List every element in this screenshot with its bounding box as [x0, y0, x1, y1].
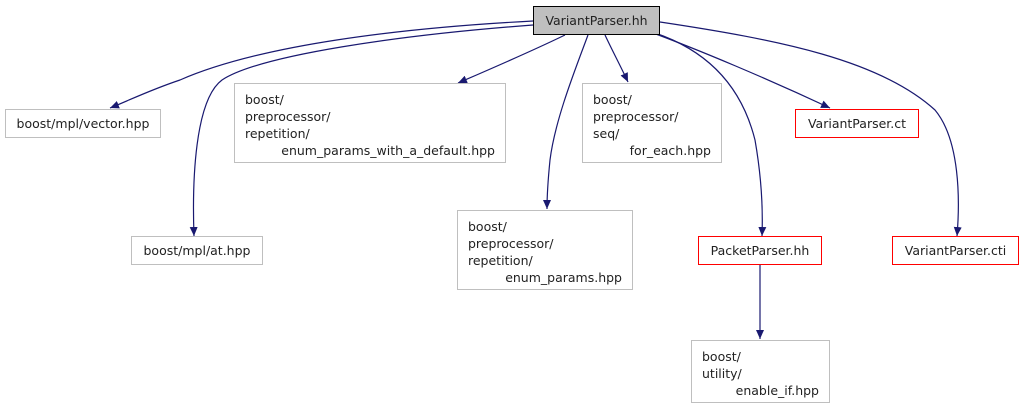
node-variantparser-cti-label: VariantParser.cti [904, 243, 1007, 258]
edge-root-to-enum-default [457, 34, 566, 84]
edge-root-to-for-each [604, 34, 629, 83]
edge-root-to-packet [654, 32, 767, 237]
node-packetparser-hh[interactable]: PacketParser.hh [698, 236, 822, 265]
for-each-line-1: boost/ [593, 92, 632, 107]
enable-if-line-3: enable_if.hpp [735, 383, 819, 398]
node-boost-mpl-vector[interactable]: boost/mpl/vector.hpp [5, 109, 161, 138]
for-each-line-4: for_each.hpp [629, 143, 711, 158]
enum-params-line-4: enum_params.hpp [505, 270, 622, 285]
node-boost-mpl-at-label: boost/mpl/at.hpp [143, 243, 251, 258]
node-utility-enable-if[interactable]: boost/ utility/ enable_if.hpp [691, 340, 830, 403]
node-variantparser-ct[interactable]: VariantParser.ct [795, 109, 919, 138]
enum-params-line-1: boost/ [468, 219, 507, 234]
enum-default-line-1: boost/ [245, 92, 284, 107]
enable-if-line-1: boost/ [702, 349, 741, 364]
edge-root-to-enum-params [543, 34, 589, 210]
for-each-line-3: seq/ [593, 126, 620, 141]
node-packetparser-hh-label: PacketParser.hh [710, 243, 810, 258]
edge-root-to-ct [644, 29, 831, 109]
node-seq-for-each[interactable]: boost/ preprocessor/ seq/ for_each.hpp [582, 83, 722, 163]
enum-params-line-2: preprocessor/ [468, 236, 554, 251]
enum-default-line-3: repetition/ [245, 126, 310, 141]
node-variantparser-cti[interactable]: VariantParser.cti [892, 236, 1019, 265]
edge-root-to-cti [659, 21, 962, 237]
enum-params-line-3: repetition/ [468, 253, 533, 268]
node-enum-params[interactable]: boost/ preprocessor/ repetition/ enum_pa… [457, 210, 633, 290]
enable-if-line-2: utility/ [702, 366, 742, 381]
edge-root-to-vector [109, 20, 534, 109]
enum-default-line-2: preprocessor/ [245, 109, 331, 124]
node-enum-params-with-a-default[interactable]: boost/ preprocessor/ repetition/ enum_pa… [234, 83, 506, 163]
node-variantparser-hh[interactable]: VariantParser.hh [533, 6, 660, 35]
enum-default-line-4: enum_params_with_a_default.hpp [281, 143, 495, 158]
for-each-line-2: preprocessor/ [593, 109, 679, 124]
edge-root-to-at [189, 24, 534, 237]
node-boost-mpl-vector-label: boost/mpl/vector.hpp [16, 116, 150, 131]
node-variantparser-ct-label: VariantParser.ct [807, 116, 907, 131]
node-boost-mpl-at[interactable]: boost/mpl/at.hpp [131, 236, 263, 265]
node-variantparser-hh-label: VariantParser.hh [545, 13, 648, 28]
